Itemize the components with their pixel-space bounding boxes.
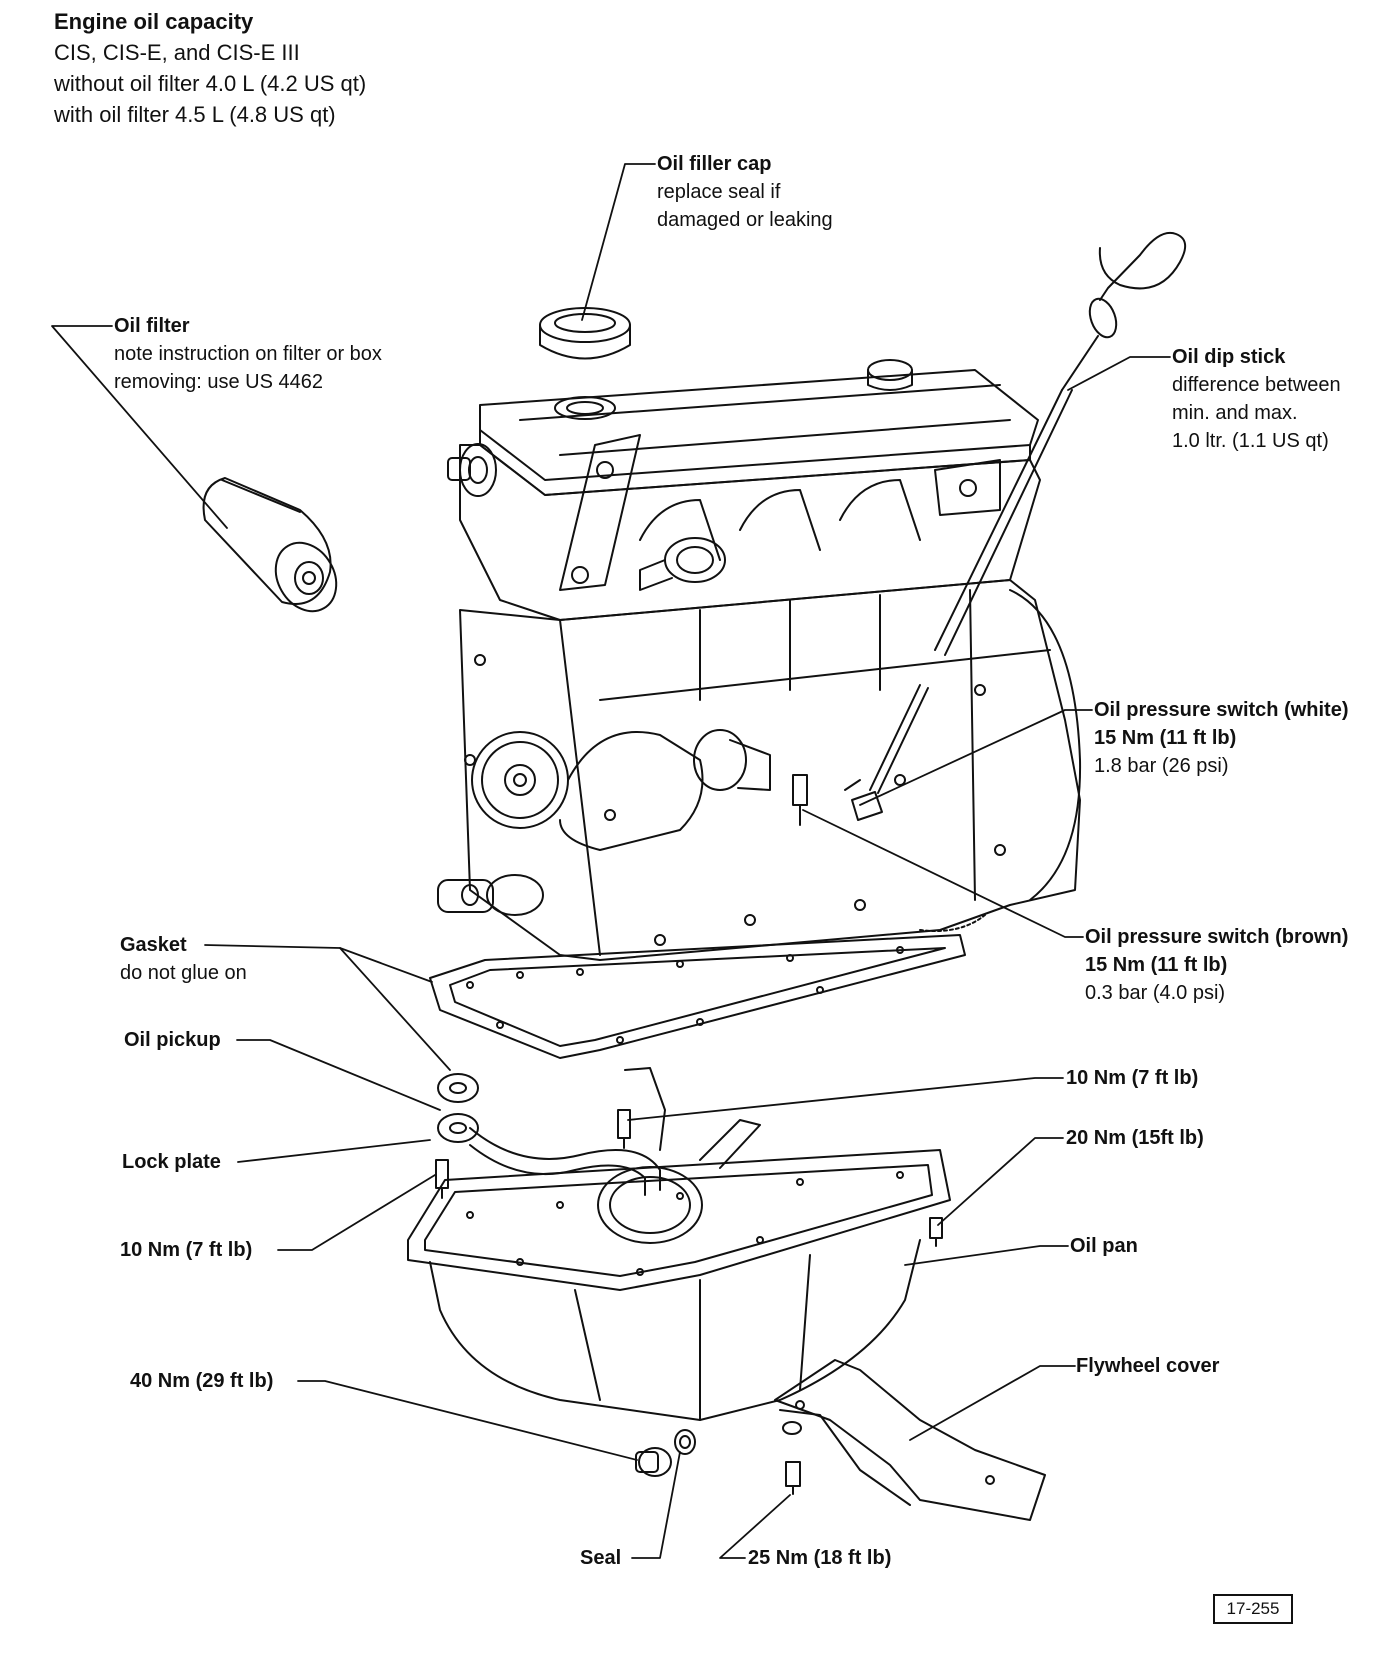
- label-oil-pan: Oil pan: [1070, 1232, 1138, 1260]
- label-torque-10-left: 10 Nm (7 ft lb): [120, 1236, 252, 1264]
- oil-dip-stick-line-3: 1.0 ltr. (1.1 US qt): [1172, 430, 1329, 452]
- oil-filter-title: Oil filter: [114, 315, 190, 337]
- gasket-title: Gasket: [120, 934, 187, 956]
- label-flywheel-cover: Flywheel cover: [1076, 1352, 1219, 1380]
- lock-plate-title: Lock plate: [122, 1151, 221, 1173]
- label-torque-40: 40 Nm (29 ft lb): [130, 1367, 273, 1395]
- flywheel-cover-drawing: [775, 1360, 1045, 1520]
- oil-filler-cap-drawing: [540, 308, 630, 359]
- oil-dip-stick-title: Oil dip stick: [1172, 346, 1286, 368]
- oil-pressure-brown-title: Oil pressure switch (brown): [1085, 926, 1349, 948]
- flywheel-cover-title: Flywheel cover: [1076, 1355, 1220, 1377]
- figure-number: 17-255: [1213, 1594, 1293, 1624]
- oil-dip-stick-line-1: difference between: [1172, 374, 1341, 396]
- oil-pressure-white-line-1: 15 Nm (11 ft lb): [1094, 727, 1237, 749]
- header-line-2: without oil filter 4.0 L (4.2 US qt): [54, 71, 367, 96]
- label-lock-plate: Lock plate: [122, 1148, 221, 1176]
- label-oil-pressure-switch-brown: Oil pressure switch (brown) 15 Nm (11 ft…: [1085, 923, 1348, 1007]
- oil-pickup-drawing: [436, 1074, 760, 1243]
- leader-lines: [52, 164, 1170, 1558]
- bracket-bolt-drawing: [618, 1068, 665, 1150]
- oil-pressure-brown-line-2: 0.3 bar (4.0 psi): [1085, 982, 1226, 1004]
- oil-filler-cap-title: Oil filler cap: [657, 153, 772, 175]
- seal-title: Seal: [580, 1547, 622, 1569]
- torque-20-title: 20 Nm (15ft lb): [1066, 1127, 1204, 1149]
- label-oil-filler-cap: Oil filler cap replace seal if damaged o…: [657, 150, 833, 234]
- engine-oil-capacity-header: Engine oil capacity CIS, CIS-E, and CIS-…: [54, 6, 366, 130]
- gasket-drawing: [430, 935, 965, 1058]
- oil-pressure-white-title: Oil pressure switch (white): [1094, 699, 1349, 721]
- oil-filler-cap-line-1: replace seal if: [657, 181, 781, 203]
- oil-pickup-title: Oil pickup: [124, 1029, 221, 1051]
- oil-pressure-white-line-2: 1.8 bar (26 psi): [1094, 755, 1229, 777]
- drain-plug-drawing: [636, 1430, 695, 1476]
- oil-filler-cap-line-2: damaged or leaking: [657, 209, 833, 231]
- label-oil-dip-stick: Oil dip stick difference between min. an…: [1172, 343, 1341, 455]
- label-seal: Seal: [580, 1544, 621, 1572]
- label-gasket: Gasket do not glue on: [120, 931, 247, 987]
- dipstick-drawing: [935, 233, 1185, 655]
- oil-filter-line-2: removing: use US 4462: [114, 371, 324, 393]
- oil-dip-stick-line-2: min. and max.: [1172, 402, 1298, 424]
- torque-10-right-title: 10 Nm (7 ft lb): [1066, 1067, 1199, 1089]
- engine-block-drawing: [438, 360, 1080, 960]
- header-title: Engine oil capacity: [54, 9, 254, 34]
- header-line-3: with oil filter 4.5 L (4.8 US qt): [54, 102, 336, 127]
- label-oil-filter: Oil filter note instruction on filter or…: [114, 312, 382, 396]
- oil-pressure-brown-line-1: 15 Nm (11 ft lb): [1085, 954, 1228, 976]
- torque-40-title: 40 Nm (29 ft lb): [130, 1370, 274, 1392]
- label-torque-25: 25 Nm (18 ft lb): [748, 1544, 891, 1572]
- label-torque-20: 20 Nm (15ft lb): [1066, 1124, 1204, 1152]
- oil-pan-drawing: [408, 1150, 950, 1420]
- label-torque-10-right: 10 Nm (7 ft lb): [1066, 1064, 1198, 1092]
- torque-10-left-title: 10 Nm (7 ft lb): [120, 1239, 253, 1261]
- oil-pan-title: Oil pan: [1070, 1235, 1138, 1257]
- torque-25-title: 25 Nm (18 ft lb): [748, 1547, 892, 1569]
- header-line-1: CIS, CIS-E, and CIS-E III: [54, 40, 300, 65]
- oil-filter-line-1: note instruction on filter or box: [114, 343, 382, 365]
- gasket-line-1: do not glue on: [120, 962, 247, 984]
- label-oil-pressure-switch-white: Oil pressure switch (white) 15 Nm (11 ft…: [1094, 696, 1349, 780]
- oil-filter-drawing: [204, 478, 349, 622]
- label-oil-pickup: Oil pickup: [124, 1026, 221, 1054]
